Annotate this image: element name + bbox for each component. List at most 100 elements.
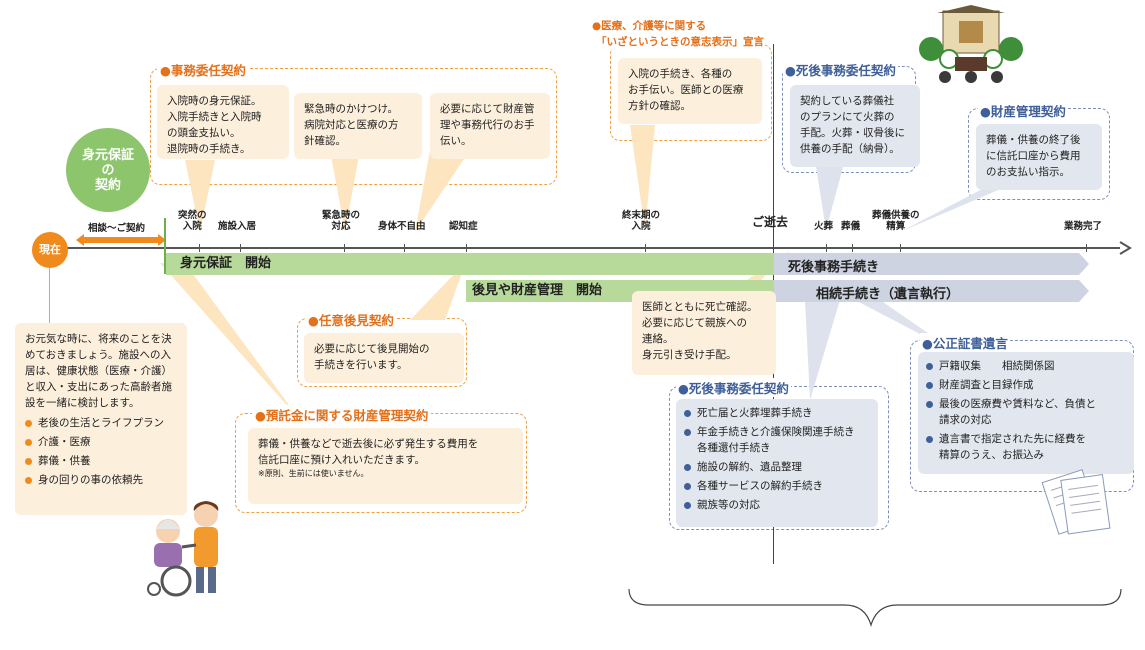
post-death-label: 死後事務手続き (788, 260, 880, 275)
trust-contract-text: 葬儀・供養などで逝去後に必ず発生する費用を 信託口座に預け入れいただきます。 (258, 438, 479, 466)
identity-start-label: 身元保証 開始 (180, 256, 272, 271)
bullet-icon (684, 502, 691, 509)
office-contract-text-3: 必要に応じて財産管 理や事務代行のお手 伝い。 (440, 103, 535, 147)
contract-start-line (164, 218, 166, 274)
property-contract-title: ●財産管理契約 (978, 101, 1068, 120)
bullet-icon (684, 410, 691, 417)
list-item: 年金手続きと介護保険関連手続き 各種還付手続き (684, 424, 870, 456)
list-item-label: 施設の解約、遺品整理 (697, 461, 802, 473)
event-label: 認知症 (449, 221, 478, 232)
death-confirmation-box: 医師とともに死亡確認。 必要に応じて親族への 連絡。 身元引き受け手配。 (632, 291, 776, 375)
list-item: 死亡届と火葬埋葬手続き (684, 405, 870, 421)
list-item: 遺言書で指定された先に経費を 精算のうえ、お振込み (926, 431, 1126, 463)
list-item: 施設の解約、遺品整理 (684, 459, 870, 475)
post-death-contract-bottom-title: ●死後事務委任契約 (676, 378, 791, 397)
guardian-start-label: 後見や財産管理 開始 (472, 283, 603, 298)
office-contract-text-1: 入院時の身元保証。 入院手続きと入院時 の頭金支払い。 退院時の手続き。 (167, 95, 262, 155)
property-contract-text: 葬儀・供養の終了後 に信託口座から費用 のお支払い指示。 (986, 134, 1081, 178)
voluntary-guardian-text: 必要に応じて後見開始の 手続きを行います。 (314, 343, 430, 371)
consult-range-arrow (76, 234, 166, 246)
bullet-icon (926, 401, 933, 408)
post-death-contract-top-bubble: 契約している葬儀社 のプランにて火葬の 手配。火葬・収骨後に 供養の手配（納骨）… (790, 85, 920, 167)
identity-contract-label: 身元保証 の 契約 (81, 147, 134, 193)
tick-settlement (900, 244, 901, 252)
event-label: 突然の 入院 (178, 210, 207, 232)
now-planning-list: 老後の生活とライフプラン 介護・医療 葬儀・供養 身の回りの事の依頼先 (25, 415, 177, 488)
post-death-contract-bottom-bubble: 死亡届と火葬埋葬手続き 年金手続きと介護保険関連手続き 各種還付手続き 施設の解… (676, 399, 878, 527)
now-planning-text: お元気な時に、将来のことを決めておきましょう。施設への入居は、健康状態（医療・介… (25, 333, 172, 409)
bullet-icon (25, 439, 32, 446)
consult-label: 相談～ご契約 (88, 223, 146, 234)
list-item-label: 遺言書で指定された先に経費を 精算のうえ、お振込み (939, 433, 1086, 461)
voluntary-guardian-bubble: 必要に応じて後見開始の 手続きを行います。 (304, 333, 464, 383)
office-contract-text-2: 緊急時のかけつけ。 病院対応と医療の方 針確認。 (304, 103, 399, 147)
bullet-icon (684, 429, 691, 436)
tick-funeral (852, 244, 853, 252)
bullet-icon (926, 382, 933, 389)
medical-declaration-bubble: 入院の手続き、各種の お手伝い。医師との医療 方針の確認。 (618, 58, 762, 124)
caregiver-wheelchair-illustration (147, 501, 219, 597)
bullet-icon (684, 464, 691, 471)
medical-declaration-title-1: ●医療、介護等に関する (592, 18, 707, 33)
event-label: 施設入居 (218, 221, 257, 232)
list-item-label: 最後の医療費や賃料など、負債と 請求の対応 (939, 398, 1096, 426)
voluntary-guardian-title: ●任意後見契約 (305, 310, 397, 329)
post-death-bar-bg (774, 253, 1089, 302)
list-item: 親族等の対応 (684, 497, 870, 513)
list-item: 財産調査と目録作成 (926, 377, 1126, 393)
tick-facility (240, 244, 241, 252)
list-item-label: 親族等の対応 (697, 499, 760, 511)
tick-emergency (344, 244, 345, 252)
list-item: 身の回りの事の依頼先 (25, 472, 177, 488)
post-death-contract-top-text: 契約している葬儀社 のプランにて火葬の 手配。火葬・収骨後に 供養の手配（納骨）… (800, 95, 905, 155)
tick-terminal (645, 244, 646, 252)
now-label: 現在 (39, 243, 61, 256)
bracket-brace (628, 588, 1122, 628)
event-label: 葬儀供養の 精算 (872, 210, 920, 232)
event-label: 火葬 (814, 221, 834, 232)
list-item-label: 年金手続きと介護保険関連手続き 各種還付手続き (697, 426, 855, 454)
notarial-will-title: ●公正証書遺言 (920, 333, 1010, 352)
bullet-icon (25, 458, 32, 465)
tick-hospitalization (199, 244, 200, 252)
bullet-icon (25, 420, 32, 427)
list-item-label: 葬儀・供養 (38, 455, 91, 467)
trust-contract-title: ●預託金に関する財産管理契約 (252, 405, 432, 424)
funeral-altar-illustration (919, 5, 1023, 83)
death-confirmation-text: 医師とともに死亡確認。 必要に応じて親族への 連絡。 身元引き受け手配。 (642, 301, 758, 361)
identity-contract-badge: 身元保証 の 契約 (66, 128, 150, 212)
office-contract-bubble-1: 入院時の身元保証。 入院手続きと入院時 の頭金支払い。 退院時の手続き。 (157, 85, 289, 159)
bullet-icon (25, 477, 32, 484)
list-item-label: 各種サービスの解約手続き (697, 480, 823, 492)
now-drop-line (49, 268, 50, 323)
office-contract-bubble-3: 必要に応じて財産管 理や事務代行のお手 伝い。 (430, 93, 550, 159)
list-item: 各種サービスの解約手続き (684, 478, 870, 494)
identity-start-bar: 身元保証 開始 (166, 253, 774, 275)
event-label: 終末期の 入院 (622, 210, 661, 232)
post-death-contract-list: 死亡届と火葬埋葬手続き 年金手続きと介護保険関連手続き 各種還付手続き 施設の解… (684, 405, 870, 513)
tick-cremation (826, 244, 827, 252)
list-item-label: 死亡届と火葬埋葬手続き (697, 407, 813, 419)
list-item: 介護・医療 (25, 434, 177, 450)
bullet-icon (926, 363, 933, 370)
timeline-axis (40, 247, 1120, 249)
list-item: 最後の医療費や賃料など、負債と 請求の対応 (926, 396, 1126, 428)
medical-declaration-text: 入院の手続き、各種の お手伝い。医師との医療 方針の確認。 (628, 68, 744, 112)
list-item-label: 戸籍収集 相続関係図 (939, 360, 1055, 372)
list-item-label: 財産調査と目録作成 (939, 379, 1034, 391)
list-item-label: 老後の生活とライフプラン (38, 417, 164, 429)
list-item: 葬儀・供養 (25, 453, 177, 469)
bullet-icon (926, 436, 933, 443)
trust-contract-bubble: 葬儀・供養などで逝去後に必ず発生する費用を 信託口座に預け入れいただきます。 ※… (248, 428, 523, 504)
documents-illustration (1041, 469, 1111, 535)
notarial-will-list: 戸籍収集 相続関係図 財産調査と目録作成 最後の医療費や賃料など、負債と 請求の… (926, 358, 1126, 463)
now-marker: 現在 (32, 232, 68, 268)
trust-contract-note: ※原則、生前には使いません。 (258, 469, 369, 478)
tick-disability (404, 244, 405, 252)
property-contract-bubble: 葬儀・供養の終了後 に信託口座から費用 のお支払い指示。 (976, 124, 1102, 190)
timeline-arrow-head (1119, 241, 1132, 255)
list-item: 老後の生活とライフプラン (25, 415, 177, 431)
tick-complete (1086, 244, 1087, 252)
list-item: 戸籍収集 相続関係図 (926, 358, 1126, 374)
list-item-label: 介護・医療 (38, 436, 91, 448)
